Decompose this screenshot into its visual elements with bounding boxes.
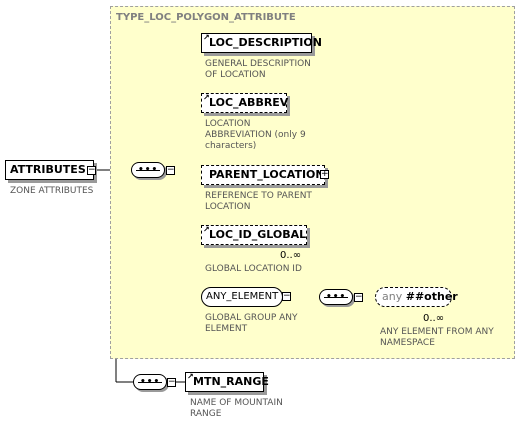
element-loc-id-global-label: LOC_ID_GLOBAL [209, 228, 307, 241]
annotation-line: NAMESPACE [380, 338, 435, 348]
element-mtn-range[interactable]: ↗ MTN_RANGE [185, 372, 269, 392]
element-loc-abbrev[interactable]: ↗ LOC_ABBREV [201, 93, 289, 113]
minus-icon[interactable]: − [87, 165, 96, 175]
element-attributes-label: ATTRIBUTES [10, 163, 86, 176]
annotation-line: ANY ELEMENT FROM ANY [380, 327, 494, 337]
annotation-line: LOCATION [205, 202, 251, 212]
minus-icon[interactable]: − [167, 377, 176, 387]
annotation-line: GENERAL DESCRIPTION [205, 59, 311, 69]
any-wildcard-prefix: any [382, 290, 403, 303]
element-loc-id-global[interactable]: ↗ LOC_ID_GLOBAL [201, 225, 307, 245]
element-loc-description-label: LOC_DESCRIPTION [209, 36, 322, 49]
annotation-loc-id-global: GLOBAL LOCATION ID [205, 264, 302, 275]
sequence-icon[interactable]: ••• [319, 289, 353, 305]
cardinality-loc-id-global: 0..∞ [280, 250, 302, 261]
group-any-element-label: ANY_ELEMENT [206, 291, 279, 302]
element-loc-description[interactable]: ↗ LOC_DESCRIPTION [201, 33, 322, 53]
ref-arrow-icon: ↗ [203, 93, 210, 102]
annotation-parent-location: REFERENCE TO PARENT LOCATION [205, 191, 312, 213]
annotation-loc-description: GENERAL DESCRIPTION OF LOCATION [205, 59, 311, 81]
sequence-icon[interactable]: ••• [133, 374, 167, 390]
annotation-line: OF LOCATION [205, 70, 266, 80]
annotation-line: characters) [205, 141, 257, 151]
element-attributes[interactable]: ATTRIBUTES [5, 160, 94, 180]
element-mtn-range-label: MTN_RANGE [193, 375, 269, 388]
annotation-line: LOCATION [205, 119, 251, 129]
annotation-line: RANGE [190, 409, 222, 419]
element-loc-abbrev-label: LOC_ABBREV [209, 96, 289, 109]
minus-icon[interactable]: − [282, 291, 291, 301]
annotation-line: GLOBAL LOCATION ID [205, 264, 302, 274]
cardinality-any-wildcard: 0..∞ [423, 313, 445, 324]
annotation-line: NAME OF MOUNTAIN [190, 398, 283, 408]
annotation-any-wildcard: ANY ELEMENT FROM ANY NAMESPACE [380, 327, 494, 349]
minus-icon[interactable]: − [166, 165, 175, 175]
ref-arrow-icon: ↗ [203, 33, 210, 42]
any-wildcard[interactable]: any ##other [375, 287, 458, 307]
annotation-loc-abbrev: LOCATION ABBREVIATION (only 9 characters… [205, 119, 306, 152]
any-wildcard-namespace: ##other [405, 290, 458, 303]
ref-arrow-icon: ↗ [187, 372, 194, 381]
annotation-any-element: GLOBAL GROUP ANY ELEMENT [205, 313, 298, 335]
element-parent-location[interactable]: PARENT_LOCATION [201, 165, 325, 185]
minus-icon[interactable]: − [354, 292, 363, 302]
annotation-line: ABBREVIATION (only 9 [205, 130, 306, 140]
annotation-line: ELEMENT [205, 324, 248, 334]
annotation-zone-attributes: ZONE ATTRIBUTES [10, 186, 94, 196]
plus-icon[interactable]: + [320, 169, 329, 179]
element-parent-location-label: PARENT_LOCATION [209, 168, 325, 181]
sequence-icon[interactable]: ••• [131, 162, 165, 178]
type-title: TYPE_LOC_POLYGON_ATTRIBUTE [116, 12, 296, 23]
annotation-mtn-range: NAME OF MOUNTAIN RANGE [190, 398, 283, 420]
group-any-element[interactable]: ANY_ELEMENT [201, 287, 283, 307]
annotation-line: GLOBAL GROUP ANY [205, 313, 298, 323]
annotation-line: REFERENCE TO PARENT [205, 191, 312, 201]
ref-arrow-icon: ↗ [203, 225, 210, 234]
